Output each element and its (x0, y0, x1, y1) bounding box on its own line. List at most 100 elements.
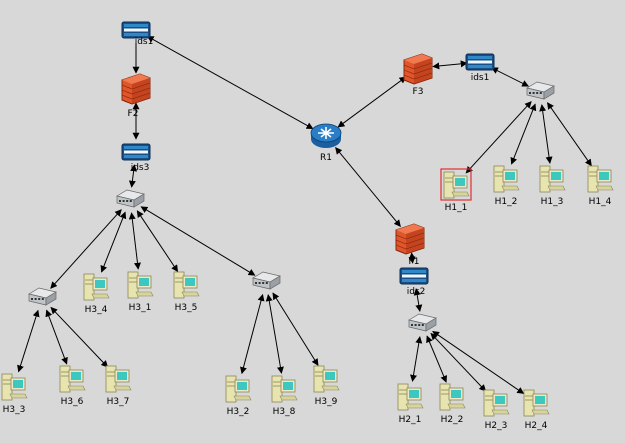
node-sw2[interactable] (408, 313, 437, 332)
link-sw3a-H3_3 (17, 309, 40, 373)
node-label: H1_4 (589, 197, 612, 207)
node-label: F1 (409, 257, 420, 267)
selection-box (440, 168, 472, 201)
link-R1-F3 (337, 76, 407, 128)
node-H3_4[interactable]: H3_4 (83, 273, 110, 315)
node-H2_1[interactable]: H2_1 (397, 383, 424, 425)
node-sw3[interactable] (116, 189, 145, 208)
node-F1[interactable]: F1 (395, 223, 425, 267)
host-icon (439, 383, 466, 411)
host-icon (271, 375, 298, 403)
link-sw1-H1_4 (547, 102, 592, 167)
host-icon (1, 373, 28, 401)
link-sw1-H1_1 (465, 101, 532, 174)
node-label: H1_1 (445, 203, 468, 213)
host-icon (443, 171, 470, 199)
node-label: H3_6 (61, 397, 84, 407)
ids-icon (399, 267, 429, 285)
node-H1_3[interactable]: H1_3 (539, 165, 566, 207)
node-H3_2[interactable]: H3_2 (225, 375, 252, 417)
host-icon (483, 389, 510, 417)
node-H3_9[interactable]: H3_9 (313, 365, 340, 407)
host-icon (523, 389, 550, 417)
node-label: H3_1 (129, 303, 152, 313)
node-ids1_right[interactable]: ids1 (465, 53, 495, 83)
node-H3_5[interactable]: H3_5 (173, 271, 200, 313)
host-icon (225, 375, 252, 403)
node-F2[interactable]: F2 (121, 73, 151, 119)
link-sw1-H1_3 (539, 104, 553, 164)
node-ids2[interactable]: ids2 (399, 267, 429, 297)
node-label: H3_5 (175, 303, 198, 313)
firewall-icon (121, 73, 151, 105)
node-ids1_top[interactable]: ids1 (121, 21, 154, 47)
node-label: ids1 (135, 37, 154, 47)
node-label: H2_1 (399, 415, 422, 425)
node-label: R1 (320, 153, 332, 163)
node-label: H2_2 (441, 415, 464, 425)
node-label: F2 (128, 109, 139, 119)
node-H3_7[interactable]: H3_7 (105, 365, 132, 407)
node-R1[interactable]: R1 (310, 123, 342, 163)
node-H1_2[interactable]: H1_2 (493, 165, 520, 207)
node-label: ids1 (471, 73, 490, 83)
node-H2_2[interactable]: H2_2 (439, 383, 466, 425)
ids-icon (121, 143, 151, 161)
link-ids1_top-R1 (146, 35, 314, 130)
link-ids3-sw3 (128, 164, 138, 188)
node-H3_6[interactable]: H3_6 (59, 365, 86, 407)
node-label: H3_7 (107, 397, 130, 407)
link-sw3b-H3_9 (272, 292, 319, 366)
link-sw3b-H3_2 (240, 293, 265, 375)
node-label: H3_3 (3, 405, 26, 415)
link-sw3b-H3_8 (265, 294, 284, 374)
ids-icon (465, 53, 495, 71)
link-sw3-H3_4 (100, 211, 127, 273)
node-sw3b[interactable] (252, 271, 281, 290)
switch-icon (526, 81, 555, 100)
node-H1_4[interactable]: H1_4 (587, 165, 614, 207)
link-ids1_right-sw1 (491, 67, 529, 87)
node-sw1[interactable] (526, 81, 555, 100)
node-F3[interactable]: F3 (403, 53, 433, 97)
host-icon (313, 365, 340, 393)
host-icon (397, 383, 424, 411)
link-sw2-H2_1 (410, 336, 423, 382)
node-label: H1_2 (495, 197, 518, 207)
link-sw3a-H3_7 (50, 306, 109, 368)
node-H3_1[interactable]: H3_1 (127, 271, 154, 313)
link-sw3-sw3b (140, 206, 256, 276)
node-H1_1[interactable]: H1_1 (440, 168, 472, 213)
node-H3_8[interactable]: H3_8 (271, 375, 298, 417)
firewall-icon (403, 53, 433, 85)
router-icon (310, 123, 342, 148)
switch-icon (252, 271, 281, 290)
host-icon (587, 165, 614, 193)
link-F1-ids2 (408, 252, 416, 264)
node-sw3a[interactable] (28, 287, 57, 306)
node-H2_3[interactable]: H2_3 (483, 389, 510, 431)
switch-icon (28, 287, 57, 306)
host-icon (105, 365, 132, 393)
link-sw3-H3_5 (136, 210, 179, 273)
node-label: H2_3 (485, 421, 508, 431)
ids-icon (121, 21, 151, 39)
link-sw2-H2_4 (432, 330, 525, 394)
link-sw1-H1_2 (510, 103, 537, 165)
node-label: F3 (413, 87, 424, 97)
link-sw3a-H3_6 (45, 309, 68, 365)
node-H2_4[interactable]: H2_4 (523, 389, 550, 431)
node-label: H1_3 (541, 197, 564, 207)
host-icon (539, 165, 566, 193)
link-R1-F1 (335, 147, 401, 227)
node-H3_3[interactable]: H3_3 (1, 373, 28, 415)
link-F3-ids1_right (432, 60, 468, 70)
switch-icon (408, 313, 437, 332)
host-icon (173, 271, 200, 299)
node-label: H3_8 (273, 407, 296, 417)
node-ids3[interactable]: ids3 (121, 143, 151, 173)
host-icon (59, 365, 86, 393)
link-sw2-H2_2 (426, 335, 448, 383)
